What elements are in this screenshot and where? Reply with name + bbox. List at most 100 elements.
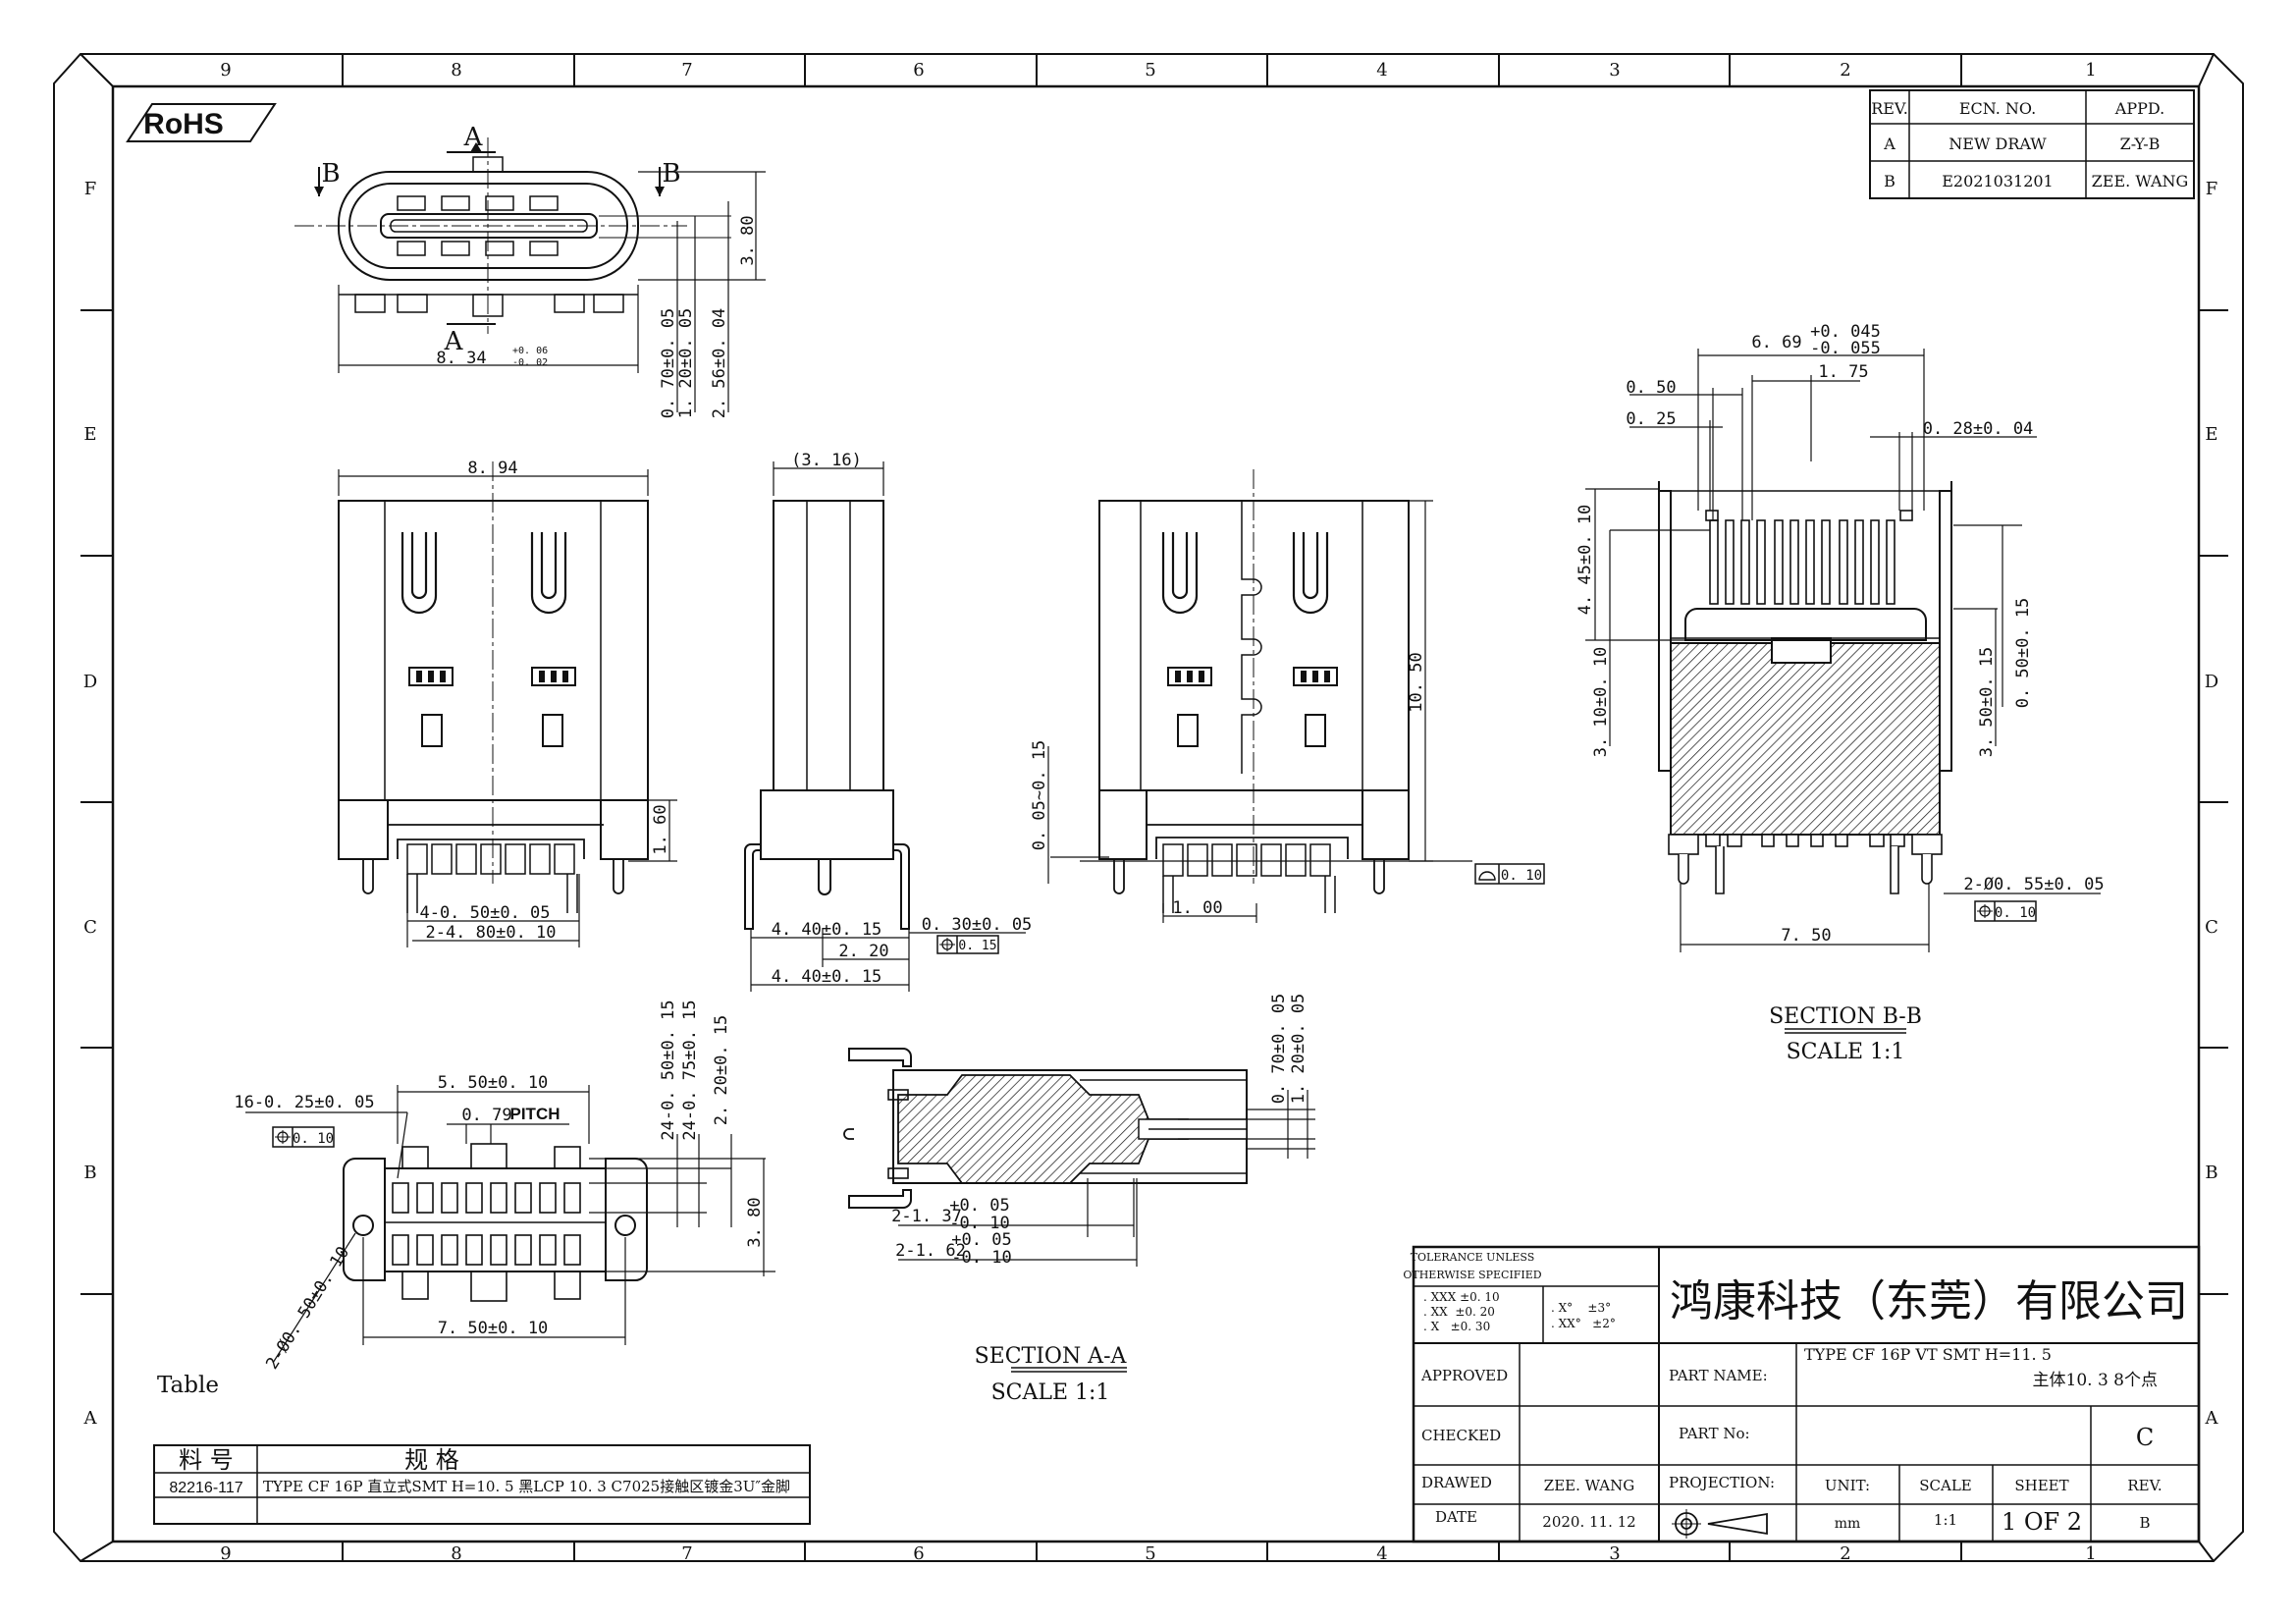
tol-x: . X ±0. 30 [1423, 1320, 1490, 1333]
side-dim-440a: 4. 40±0. 15 [772, 920, 882, 940]
rohs-label: RoHS [143, 108, 224, 140]
bottom-dim-550: 5. 50±0. 10 [438, 1073, 549, 1093]
rev-row-a-ecn: NEW DRAW [1949, 135, 2047, 153]
bb-dim-445: 4. 45±0. 10 [1575, 505, 1595, 616]
front-pins-dim-b: 2-4. 80±0. 10 [425, 923, 556, 943]
rev-header-rev: REV. [1871, 99, 1908, 118]
part-letter: C [2136, 1424, 2154, 1451]
bottom-dim-24b: 24-0. 75±0. 15 [680, 1000, 700, 1140]
front-pins-dim-a: 4-0. 50±0. 05 [419, 903, 550, 923]
bottom-tol-010: 0. 10 [293, 1131, 334, 1147]
section-aa-view: 0. 70±0. 05 1. 20±0. 05 2-1. 37 +0. 05 -… [843, 994, 1315, 1405]
top-width-tol-minus: -0. 02 [512, 357, 548, 368]
bb-dim-050b: 0. 50±0. 15 [2013, 598, 2033, 709]
front-dim-160: 1. 60 [651, 804, 670, 854]
bottom-dim-24a: 24-0. 50±0. 15 [659, 1000, 678, 1140]
col-label-7-bottom: 7 [681, 1543, 692, 1564]
front-view: 8. 94 1. 60 4-0. 50±0. 05 2-4. 80±0. 10 [338, 459, 677, 947]
bb-dim-350: 3. 50±0. 15 [1977, 647, 1997, 758]
col-label-9-bottom: 9 [220, 1543, 231, 1564]
bb-tol-010: 0. 10 [1995, 905, 2036, 921]
tol-ang1: . X° ±3° [1551, 1301, 1611, 1315]
drawed-label: DRAWED [1421, 1474, 1492, 1491]
part-table-code: 82216-117 [169, 1480, 242, 1496]
tol-ang2: . XX° ±2° [1551, 1317, 1616, 1330]
rohs-badge: RoHS [126, 103, 277, 142]
row-label-f: F [84, 179, 97, 199]
top-dim-120: 1. 20±0. 05 [676, 308, 696, 419]
col-label-4: 4 [1376, 60, 1387, 81]
aa-dim-120: 1. 20±0. 05 [1289, 994, 1308, 1105]
bottom-dim-220: 2. 20±0. 15 [712, 1015, 731, 1126]
rev-row-b-appd: ZEE. WANG [2092, 172, 2189, 190]
company-name: 鸿康科技（东莞）有限公司 [1670, 1276, 2188, 1326]
bb-dim-750: 7. 50 [1781, 926, 1831, 946]
bb-dim-669: 6. 69 [1751, 333, 1801, 352]
part-table-header-spec: 规 格 [404, 1446, 459, 1474]
aa-dim-162: 2-1. 62 [895, 1241, 966, 1261]
part-name-value: TYPE CF 16P VT SMT H=11. 5 [1804, 1345, 2052, 1364]
col-label-2-bottom: 2 [1840, 1543, 1850, 1564]
aa-dim-162-plus: +0. 05 [951, 1230, 1011, 1250]
scale-label: SCALE [1919, 1477, 1972, 1494]
bb-dim-175: 1. 75 [1818, 362, 1868, 382]
unit-label: UNIT: [1825, 1477, 1870, 1494]
tolerance-title-2: OTHERWISE SPECIFIED [1403, 1269, 1541, 1281]
section-bb-title: SECTION B-B [1769, 1004, 1922, 1029]
aa-dim-070: 0. 70±0. 05 [1269, 994, 1289, 1105]
rev-row-b-rev: B [1884, 172, 1896, 190]
section-mark-a-top: A [463, 123, 484, 152]
bb-dim-669-plus: +0. 045 [1810, 322, 1881, 342]
bb-dim-028: 0. 28±0. 04 [1923, 419, 2034, 439]
row-label-a-right: A [2205, 1408, 2219, 1429]
rev-row-a-appd: Z-Y-B [2120, 135, 2161, 153]
projection-symbol-icon [1672, 1509, 1768, 1539]
tol-xxx: . XXX ±0. 10 [1423, 1290, 1500, 1304]
tolerance-title-1: TOLERANCE UNLESS [1411, 1251, 1535, 1264]
bb-dim-050: 0. 50 [1626, 378, 1676, 398]
row-label-f-right: F [2206, 179, 2218, 199]
date-label: DATE [1435, 1508, 1477, 1526]
col-label-8: 8 [451, 60, 461, 81]
bottom-pitch-val: 0. 79 [461, 1106, 511, 1125]
row-label-d-right: D [2205, 672, 2218, 692]
rear-height-dim: 10. 50 [1407, 652, 1426, 712]
part-name-label: PART NAME: [1669, 1367, 1768, 1384]
drawer-name: ZEE. WANG [1544, 1477, 1634, 1494]
bb-dim-025: 0. 25 [1626, 409, 1676, 429]
rev-row-a-rev: A [1883, 135, 1896, 153]
checked-label: CHECKED [1421, 1427, 1501, 1444]
projection-label: PROJECTION: [1669, 1474, 1775, 1491]
tol-xx: . XX ±0. 20 [1423, 1305, 1495, 1319]
aa-dim-162-minus: -0. 10 [951, 1248, 1011, 1268]
section-mark-b-left: B [321, 159, 340, 189]
section-aa-title: SECTION A-A [975, 1344, 1128, 1369]
row-label-e-right: E [2205, 424, 2217, 445]
aa-dim-137-minus: -0. 10 [949, 1214, 1009, 1233]
title-block: TOLERANCE UNLESS OTHERWISE SPECIFIED . X… [1403, 1245, 2201, 1543]
bottom-view: 5. 50±0. 10 0. 79 PITCH 16-0. 25±0. 05 0… [234, 1000, 775, 1373]
top-width-tol-plus: +0. 06 [512, 346, 548, 356]
col-label-3: 3 [1609, 60, 1620, 81]
part-no-label: PART No: [1679, 1425, 1750, 1442]
rev-row-b-ecn: E2021031201 [1942, 172, 2053, 190]
row-label-b: B [83, 1163, 96, 1183]
top-dim-256: 2. 56±0. 04 [710, 308, 729, 419]
drawing-date: 2020. 11. 12 [1542, 1513, 1635, 1531]
bottom-dim-750: 7. 50±0. 10 [438, 1319, 549, 1338]
col-label-7: 7 [681, 60, 692, 81]
aa-dim-137-plus: +0. 05 [949, 1196, 1009, 1216]
bottom-dim-16: 16-0. 25±0. 05 [234, 1093, 374, 1112]
front-width-dim: 8. 94 [467, 459, 517, 478]
side-dim-440b: 4. 40±0. 15 [772, 967, 882, 987]
bottom-dim-diag: 2-Ø0. 50±0. 10 [262, 1243, 353, 1373]
rear-pitch-dim: 1. 00 [1172, 898, 1222, 918]
drawing-frame: 9 8 7 6 5 4 3 2 1 9 8 7 6 5 4 3 2 1 F E … [53, 53, 2244, 1564]
col-label-5: 5 [1145, 60, 1155, 81]
rev-value: B [2139, 1514, 2150, 1532]
col-label-6: 6 [913, 60, 924, 81]
bb-dim-669-minus: -0. 055 [1810, 339, 1881, 358]
rear-view: 10. 50 0. 05~0. 15 1. 00 0. 10 [1030, 469, 1545, 923]
top-height-dim: 3. 80 [738, 215, 758, 265]
col-label-2: 2 [1840, 60, 1850, 81]
